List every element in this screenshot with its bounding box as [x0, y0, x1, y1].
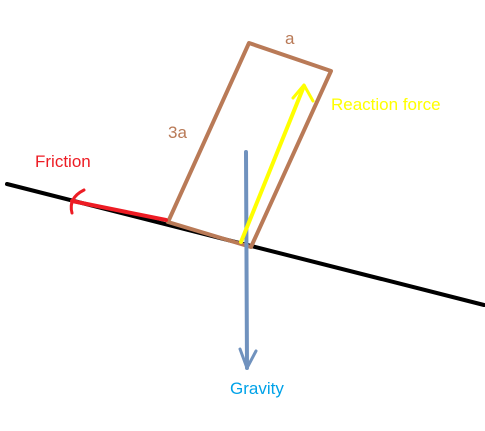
side-short-label: a [285, 29, 295, 48]
reaction-force-label: Reaction force [331, 95, 441, 114]
side-long-label: 3a [168, 123, 187, 142]
gravity-arrow [238, 150, 258, 370]
friction-label: Friction [35, 152, 91, 171]
friction-arrow [69, 188, 168, 222]
gravity-label: Gravity [230, 379, 284, 398]
reaction-force-arrow [239, 83, 315, 244]
block [166, 41, 333, 249]
